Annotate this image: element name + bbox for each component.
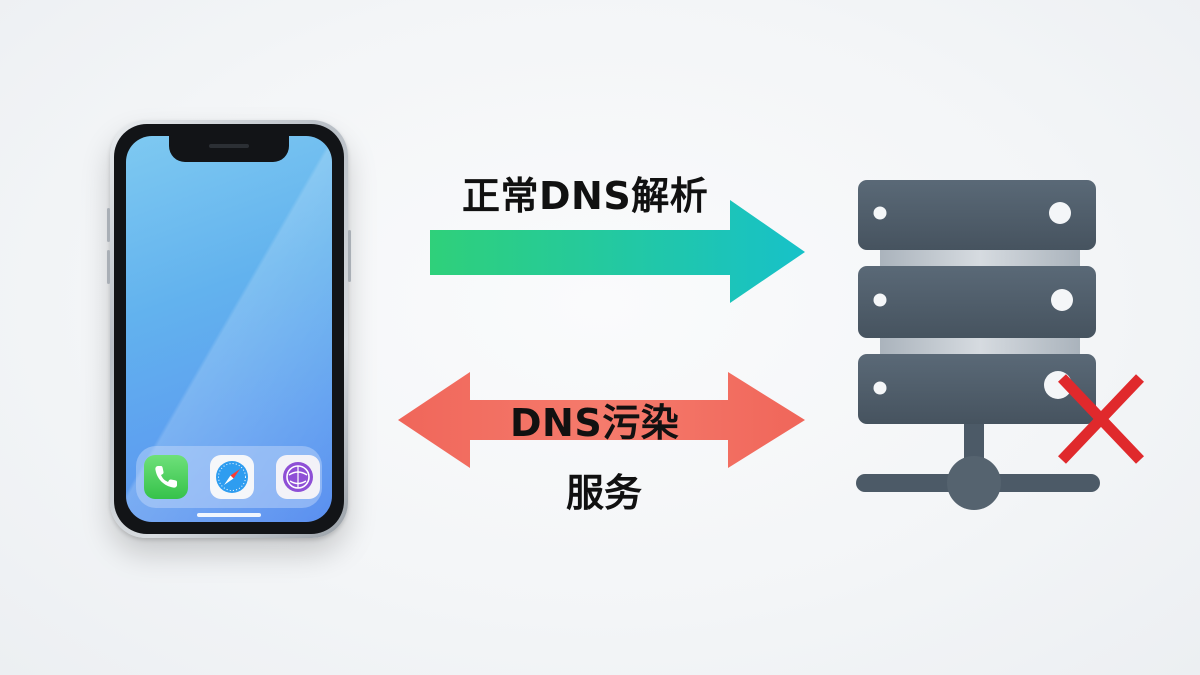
service-label: 服务 xyxy=(566,471,643,515)
server-unit-2-port xyxy=(1051,289,1073,311)
server-unit-1-port xyxy=(1049,202,1071,224)
phone-screen xyxy=(126,136,332,522)
dns-pollution-label: DNS污染 xyxy=(510,401,680,445)
phone-bezel xyxy=(114,124,344,534)
normal-resolution-label: 正常DNS解析 xyxy=(462,174,709,218)
handset-icon xyxy=(155,466,177,488)
power-button xyxy=(348,230,351,282)
smartphone xyxy=(107,120,351,538)
server-icon xyxy=(856,180,1100,510)
server-rail xyxy=(880,338,1080,354)
server-base-hub xyxy=(947,456,1001,510)
server-unit-1 xyxy=(858,180,1096,250)
x-mark-icon xyxy=(1058,374,1144,464)
server-unit-2-led xyxy=(873,293,887,307)
volume-up-button xyxy=(107,208,110,242)
safari-app-icon[interactable] xyxy=(210,455,254,499)
home-indicator xyxy=(197,513,261,517)
purple-globe-icon xyxy=(283,462,313,492)
phone-app-icon[interactable] xyxy=(144,455,188,499)
app-dock xyxy=(136,446,322,508)
server-unit-3 xyxy=(858,354,1096,424)
purple-app-icon[interactable] xyxy=(276,455,320,499)
volume-down-button xyxy=(107,250,110,284)
dns-pollution-arrow xyxy=(398,372,805,468)
server-unit-1-led xyxy=(873,206,887,220)
server-unit-2 xyxy=(858,266,1096,338)
server-rail xyxy=(880,250,1080,266)
compass-icon xyxy=(216,461,248,493)
earpiece-speaker xyxy=(209,144,249,148)
server-unit-3-led xyxy=(873,381,887,395)
phone-notch xyxy=(169,136,289,162)
normal-resolution-arrow xyxy=(430,200,805,303)
